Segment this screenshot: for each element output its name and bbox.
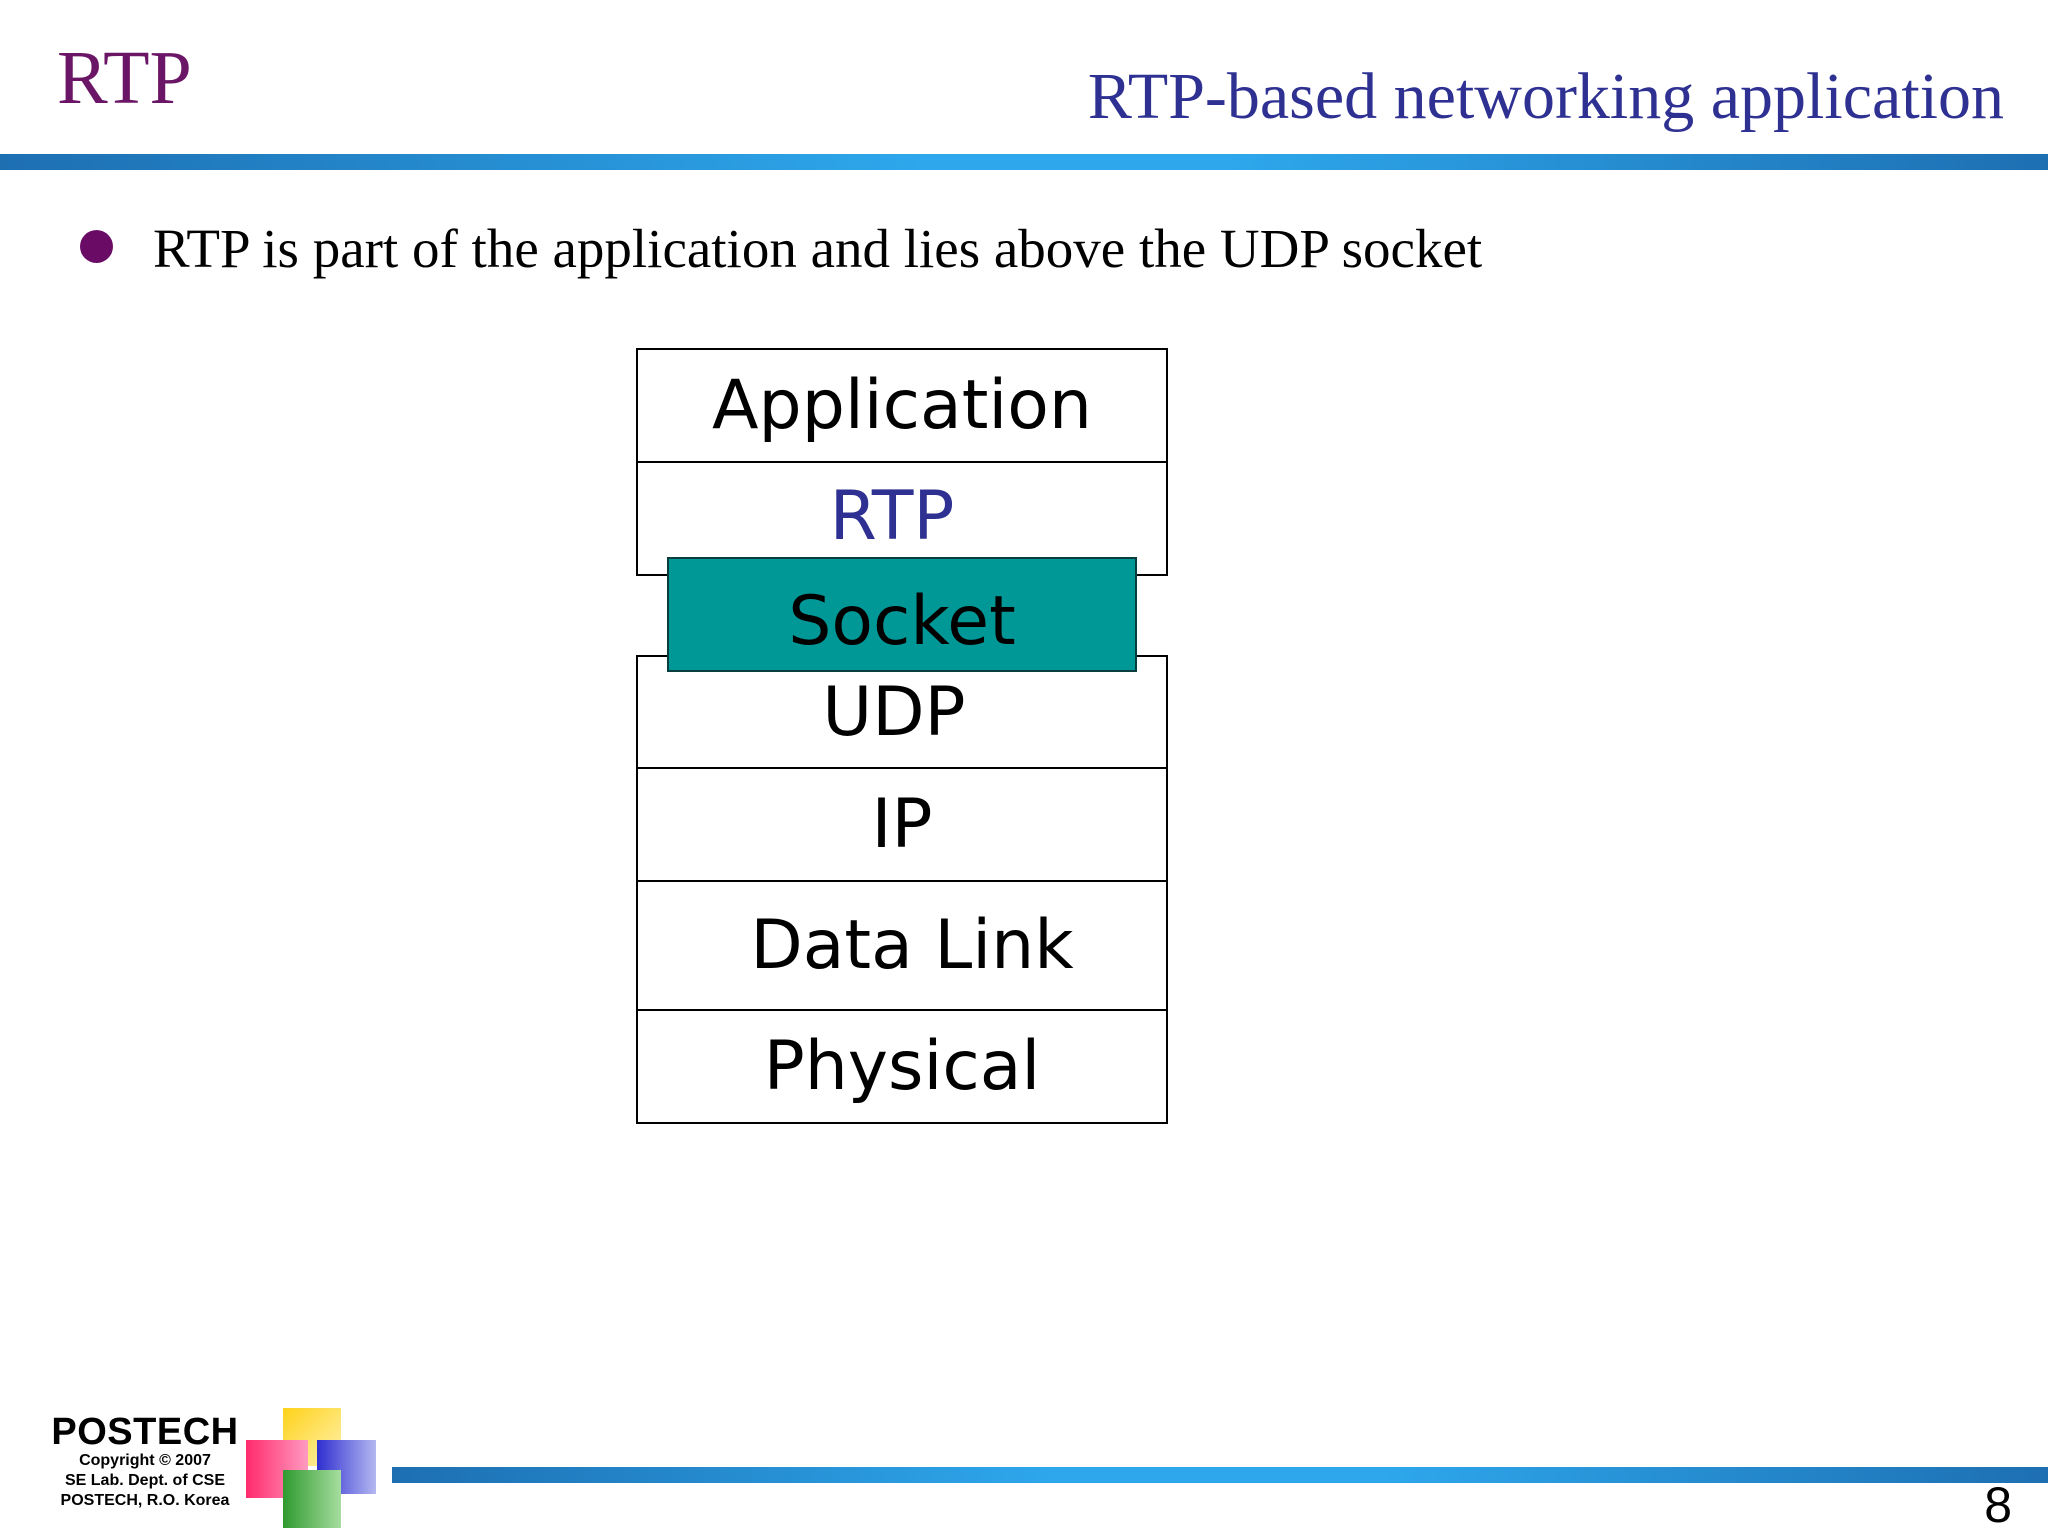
- layer-ip-label: IP: [871, 785, 933, 864]
- layer-application-label: Application: [712, 366, 1092, 445]
- layer-ip: IP: [636, 767, 1168, 882]
- footer-logo-text: POSTECH Copyright © 2007 SE Lab. Dept. o…: [38, 1413, 252, 1511]
- layer-udp: UDP: [636, 655, 1168, 769]
- slide-title: RTP: [57, 36, 192, 120]
- footer-divider: [392, 1467, 2048, 1483]
- layer-data-link-label: Data Link: [750, 906, 1074, 985]
- layer-physical: Physical: [636, 1009, 1168, 1124]
- bullet-dot-icon: [80, 230, 113, 263]
- layer-rtp-label: RTP: [829, 477, 955, 556]
- layer-physical-label: Physical: [763, 1027, 1041, 1106]
- layer-application: Application: [636, 348, 1168, 463]
- org-text: POSTECH, R.O. Korea: [60, 1492, 230, 1509]
- bullet-text: RTP is part of the application and lies …: [153, 218, 1483, 279]
- copyright-text: Copyright © 2007: [79, 1452, 211, 1469]
- layer-socket-label: Socket: [788, 582, 1016, 661]
- postech-logo-icon: [246, 1408, 376, 1528]
- layer-data-link: Data Link: [636, 880, 1168, 1011]
- layer-socket: Socket: [667, 557, 1137, 672]
- slide-subtitle: RTP-based networking application: [1087, 60, 2004, 133]
- logo-name: POSTECH: [51, 1411, 239, 1453]
- page-number: 8: [1984, 1477, 2012, 1533]
- lab-text: SE Lab. Dept. of CSE: [64, 1472, 225, 1489]
- header-divider: [0, 154, 2048, 170]
- layer-udp-label: UDP: [822, 672, 966, 752]
